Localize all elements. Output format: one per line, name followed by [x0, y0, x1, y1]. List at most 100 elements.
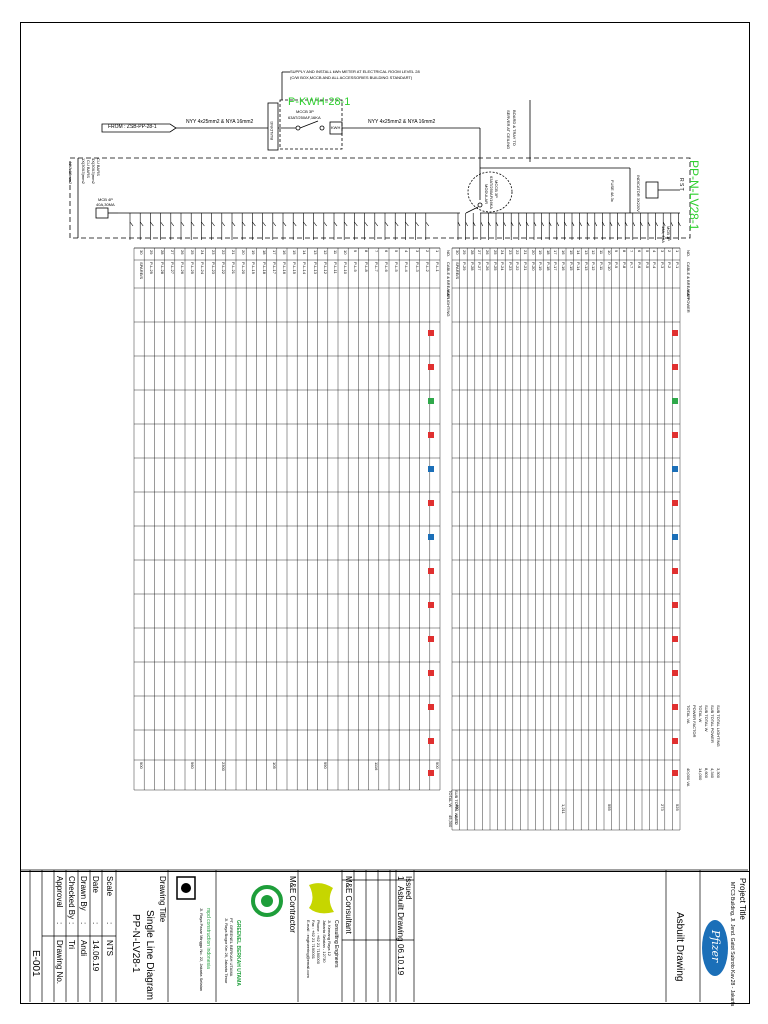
scale-label: Scale	[105, 876, 114, 897]
right-total-value-0: 2,332	[454, 815, 459, 826]
branch-breaker-contact	[609, 221, 613, 227]
left-load-symbol-icon	[428, 466, 434, 472]
consultant-logo	[306, 880, 336, 918]
left-row-no: 3	[414, 250, 420, 253]
branch-breaker-contact	[415, 221, 419, 227]
branch-breaker-contact	[617, 221, 620, 227]
branch-breaker-contact	[533, 221, 537, 227]
contractor-label: M&E Contractor	[288, 876, 297, 933]
left-schedule-grid	[133, 247, 441, 791]
right-row-no: 3	[659, 250, 665, 253]
mccb-main-1: MCCB 3P	[494, 180, 499, 198]
left-row-circuit: P-L-22	[220, 262, 226, 275]
left-row-circuit: P-L-25	[190, 262, 196, 275]
right-row-no: 18	[545, 250, 551, 255]
left-load-symbol-icon	[428, 364, 434, 370]
right-row-load: 525	[675, 804, 680, 811]
branch-breaker-contact	[457, 221, 461, 227]
left-load-symbol-icon	[428, 432, 434, 438]
left-row-circuit: P-L-16	[282, 262, 287, 275]
left-row-no: 22	[220, 250, 226, 255]
branch-breaker-contact	[594, 221, 598, 227]
branch-breaker-contact	[662, 221, 666, 227]
left-row-circuit: P-L-26	[180, 262, 185, 275]
mccb-main-2: 63AT/250AF/16KA	[489, 176, 494, 210]
branch-breaker-contact	[405, 221, 409, 227]
branch-breaker-contact	[201, 221, 205, 227]
left-load-symbol-icon	[428, 670, 434, 676]
busbar	[77, 158, 680, 238]
left-row-no: 27	[169, 250, 175, 255]
to-label-1: BOARD & TRAY TO	[512, 110, 517, 146]
checked-value: Tri	[67, 940, 76, 950]
panel-enclosure	[69, 157, 691, 239]
left-row-circuit: P-L-6	[384, 262, 389, 272]
left-row-circuit: P-L-19	[251, 262, 257, 275]
left-row-circuit: P-L-15	[292, 262, 298, 275]
left-row-circuit: P-L-13	[312, 262, 318, 275]
left-row-no: 14	[302, 250, 308, 255]
branch-breaker-contact	[190, 221, 195, 227]
consultant-addr-2: Jakarta Selatan - 12730	[322, 920, 327, 963]
right-row-circuit: P-15	[568, 262, 574, 271]
right-row-no: 26	[485, 250, 490, 255]
left-row-no: 20	[241, 250, 247, 255]
branch-breaker-contact	[640, 221, 643, 227]
branch-breaker-contact	[292, 221, 297, 227]
right-load-symbol-icon	[672, 534, 678, 540]
left-total-value-0: 3,300	[716, 768, 721, 779]
right-row-no: 20	[530, 250, 536, 255]
right-schedule-grid	[451, 247, 681, 831]
branch-breaker-contact	[150, 221, 154, 227]
branch-breaker-contact	[503, 221, 506, 227]
right-row-no: 12	[591, 250, 597, 255]
right-row-no: 22	[515, 250, 521, 255]
left-row-circuit: P-L-7	[373, 262, 379, 272]
contractor-logo-icon	[251, 885, 283, 917]
partner-name: mpd construction indonesia	[205, 908, 211, 969]
left-row-no: 6	[384, 250, 389, 253]
right-load-symbol-icon	[672, 636, 678, 642]
right-load-symbol-icon	[672, 500, 678, 506]
right-row-circuit: P-2	[667, 262, 673, 269]
right-row-load: 555	[606, 804, 612, 811]
right-load-symbol-icon	[672, 670, 678, 676]
drawn-colon: :	[79, 922, 88, 925]
branch-breaker-contact	[323, 221, 328, 227]
left-row-no: 11	[333, 250, 338, 255]
left-total-label-1: SUB TOTAL POWER	[710, 705, 715, 743]
partner-logo-icon	[176, 876, 196, 900]
branch-breaker-contact	[602, 221, 605, 227]
right-row-circuit: P-9	[614, 262, 620, 269]
consultant-fax: Fax : +62 21 7190001	[311, 920, 316, 960]
drawing-no-label: Drawing No.	[55, 940, 64, 985]
feeder-left-4: 1X(30X3)mm2	[81, 158, 86, 184]
left-row-no: 7	[373, 250, 379, 253]
right-row-no: 24	[500, 250, 506, 255]
left-row-circuit: P-L-8	[363, 262, 369, 272]
left-row-no: 12	[322, 250, 328, 255]
left-total-value-3: 14,000	[698, 768, 703, 781]
left-total-label-3: TOTAL W	[698, 705, 703, 723]
right-row-circuit: P-8	[621, 262, 627, 269]
drawing-no-value: E-001	[30, 950, 41, 977]
incoming-feeder	[101, 71, 531, 200]
meter-name: P-KWH-28-1	[288, 96, 351, 108]
branch-breaker-contact	[221, 221, 226, 227]
right-row-no: 2	[667, 250, 673, 253]
contractor-addr: Jl. Raya Bogor Km 26, Jakarta Timur	[224, 918, 229, 984]
feeder-cable-2: NYY 4x25mm2 & NYA 16mm2	[368, 119, 436, 125]
issue-date: 06.10.19	[396, 944, 405, 976]
left-row-no: 17	[271, 250, 277, 255]
left-row-circuit: P-L-20	[241, 262, 247, 275]
project-title-label: Project Title	[738, 878, 747, 920]
approval-colon: :	[55, 922, 64, 925]
branch-breaker-contact	[262, 221, 266, 227]
left-row-no: 21	[231, 250, 236, 255]
left-row-circuit: P-L-14	[302, 262, 308, 275]
left-load-symbol-icon	[428, 398, 434, 404]
right-row-no: 11	[599, 250, 604, 255]
date-value: 14.06.19	[91, 940, 100, 972]
